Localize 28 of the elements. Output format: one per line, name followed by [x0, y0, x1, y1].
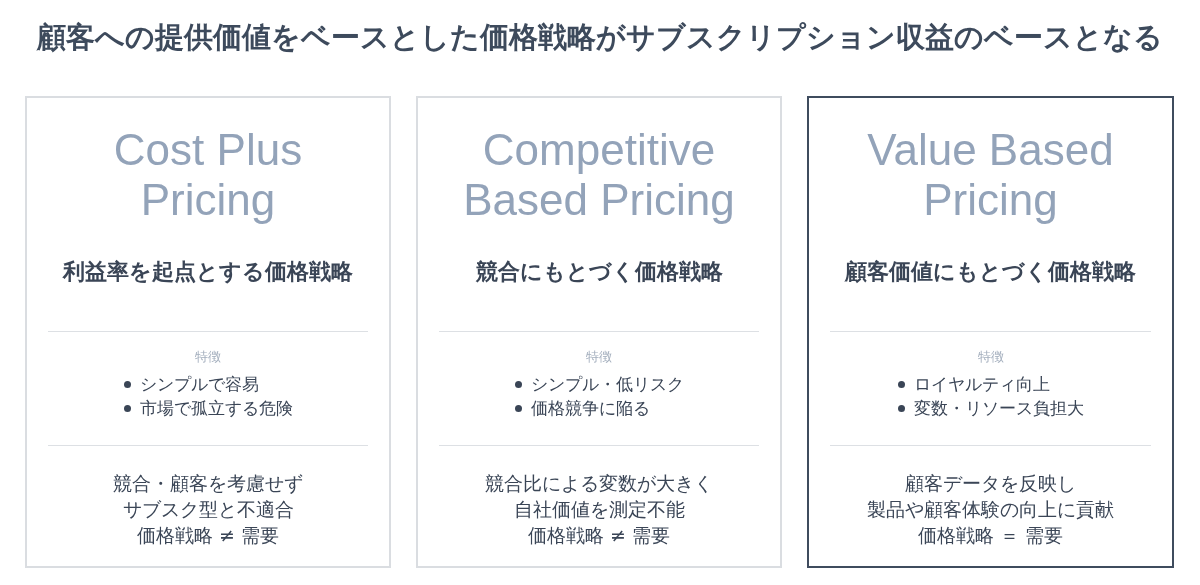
- list-item: 変数・リソース負担大: [913, 397, 1084, 420]
- summary-text: 価格戦略 ＝ 需要: [917, 523, 1064, 548]
- pricing-card: [807, 96, 1174, 568]
- list-item: シンプル・低リスク: [530, 373, 684, 396]
- pricing-card: [416, 96, 782, 568]
- section-label: 特徴: [976, 348, 1005, 366]
- card-heading: Value Based Pricing: [866, 125, 1115, 225]
- summary-text: 競合・顧客を考慮せず: [113, 471, 303, 496]
- section-label: 特徴: [585, 348, 613, 366]
- list-item: 市場で孤立する危険: [139, 397, 293, 420]
- summary-text: 価格戦略 ≠ 需要: [528, 523, 670, 548]
- summary-text: 競合比による変数が大きく: [485, 471, 713, 496]
- pricing-card: [25, 96, 391, 568]
- summary-text: 自社価値を測定不能: [513, 497, 685, 522]
- card-heading: Competitive Based Pricing: [462, 125, 736, 225]
- card-heading: Cost Plus Pricing: [112, 125, 304, 225]
- summary-text: サブスク型と不適合: [122, 497, 294, 522]
- list-item: 価格競争に陥る: [530, 397, 650, 420]
- card-subheading: 利益率を起点とする価格戦略: [61, 258, 354, 286]
- list-item: シンプルで容易: [139, 373, 259, 396]
- section-label: 特徴: [194, 348, 222, 366]
- card-subheading: 顧客価値にもとづく価格戦略: [843, 258, 1137, 286]
- list-item: ロイヤルティ向上: [913, 373, 1050, 396]
- summary-text: 顧客データを反映し: [905, 471, 1076, 496]
- summary-text: 製品や顧客体験の向上に貢献: [867, 497, 1114, 522]
- card-subheading: 競合にもとづく価格戦略: [474, 258, 724, 286]
- summary-text: 価格戦略 ≠ 需要: [137, 523, 279, 548]
- diagram-title: 顧客への提供価値をベースとした価格戦略がサブスクリプション収益のベースとなる: [35, 20, 1164, 56]
